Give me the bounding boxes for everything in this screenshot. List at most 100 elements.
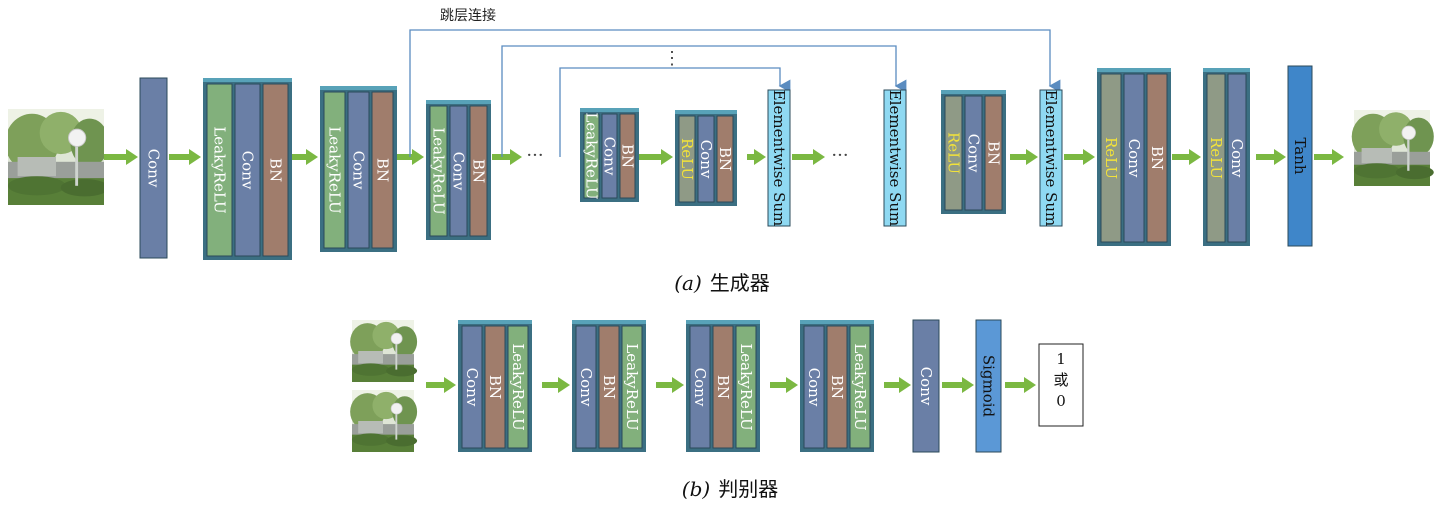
flow-arrow-head <box>813 149 825 165</box>
layer-label: BN <box>470 159 488 183</box>
disc-flow-arrow <box>426 377 456 393</box>
block-frame-top <box>941 90 1006 94</box>
layer-bn <box>371 91 394 249</box>
layer-label: BN <box>1148 146 1166 170</box>
layer-conv <box>449 105 468 237</box>
layer-label: Conv <box>1125 139 1143 178</box>
gen-flow-arrow <box>388 149 424 165</box>
disc-sigmoid-box <box>975 319 1002 453</box>
flow-arrow-shaft <box>1172 154 1189 160</box>
gen-flow-arrow <box>1010 149 1038 165</box>
layer-label: BN <box>374 158 392 182</box>
layer-conv <box>803 325 825 449</box>
flow-arrow-shaft <box>492 154 510 160</box>
disc-sigmoid: Sigmoid <box>975 319 1002 453</box>
flow-arrow-head <box>1026 149 1038 165</box>
gen-sum-2-box <box>883 89 907 227</box>
flow-arrow-head <box>189 149 201 165</box>
caption-letter: (b) <box>682 477 710 501</box>
disc-flow-arrow <box>1005 377 1036 393</box>
layer-bn <box>716 115 734 203</box>
layer-leakyrelu <box>507 325 529 449</box>
flow-arrow-head <box>899 377 911 393</box>
gen-sum-2-label: Elementwise Sum <box>886 90 904 227</box>
gen-flow-arrow <box>747 149 766 165</box>
flow-arrow-shaft <box>1256 154 1274 160</box>
layer-conv <box>689 325 711 449</box>
layer-label: LeakyReLU <box>430 127 448 214</box>
layer-bn <box>1146 73 1168 243</box>
flow-arrow-shaft <box>1010 154 1026 160</box>
skip-connection-inner <box>559 67 791 157</box>
layer-conv <box>461 325 483 449</box>
layer-label: Conv <box>697 140 715 179</box>
layer-bn <box>712 325 734 449</box>
disc-output-line: 或 <box>1053 371 1068 389</box>
caption-letter: (a) <box>674 271 702 295</box>
layer-label: LeakyReLU <box>326 126 344 213</box>
gen-flow-arrow <box>1064 149 1095 165</box>
layer-conv <box>601 113 618 199</box>
skip-connection-outer <box>409 29 1061 157</box>
flow-arrow-shaft <box>770 382 786 388</box>
disc-output-box <box>1038 343 1084 427</box>
layer-label: Conv <box>577 368 595 407</box>
layer-label: Conv <box>1228 139 1246 178</box>
gen-flow-arrow <box>1172 149 1201 165</box>
layer-label: ReLU <box>678 138 696 180</box>
flow-arrow-shaft <box>426 382 444 388</box>
disc-flow-arrow <box>770 377 798 393</box>
layer-conv <box>1123 73 1145 243</box>
layer-label: Conv <box>450 152 468 191</box>
layer-bn <box>826 325 848 449</box>
layer-relu <box>1206 73 1226 243</box>
flow-arrow-shaft <box>1005 382 1024 388</box>
block-frame-top <box>426 100 491 104</box>
ellipsis: ··· <box>526 145 543 166</box>
flow-arrow-head <box>510 149 522 165</box>
layer-bn <box>598 325 620 449</box>
flow-arrow-shaft <box>285 154 306 160</box>
flow-arrow-shaft <box>388 154 412 160</box>
disc-input-photo-2 <box>349 390 418 452</box>
layer-label: ReLU <box>945 132 963 174</box>
layer-label: Conv <box>350 151 368 190</box>
disc-input-photo-1 <box>349 320 418 382</box>
disc-output-line: 0 <box>1056 392 1066 410</box>
flow-arrow-head <box>786 377 798 393</box>
flow-arrow-head <box>412 149 424 165</box>
layer-label: Conv <box>965 134 983 173</box>
gen-flow-arrow <box>1314 149 1344 165</box>
disc-conv: Conv <box>912 319 940 453</box>
layer-bn <box>984 95 1003 211</box>
layer-label: LeakyReLU <box>509 343 527 430</box>
generator-caption: (a) 生成器 <box>674 271 770 295</box>
flow-arrow-head <box>1332 149 1344 165</box>
layer-bn <box>484 325 506 449</box>
flow-arrow-head <box>306 149 318 165</box>
layer-label: LeakyReLU <box>211 126 229 213</box>
flow-arrow-head <box>661 149 673 165</box>
gen-block-3: LeakyReLU Conv BN <box>320 86 397 252</box>
gen-sum-3: Elementwise Sum <box>1039 89 1063 227</box>
flow-arrow-head <box>1083 149 1095 165</box>
flow-arrow-shaft <box>942 382 962 388</box>
layer-label: BN <box>486 375 504 399</box>
disc-flow-arrow <box>942 377 974 393</box>
skip-connection-middle <box>501 45 907 157</box>
flow-arrow-shaft <box>542 382 558 388</box>
block-frame-top <box>580 108 639 112</box>
flow-arrow-shaft <box>104 154 126 160</box>
layer-leakyrelu <box>323 91 346 249</box>
disc-conv-label: Conv <box>917 367 935 406</box>
caption-text: 生成器 <box>710 271 770 295</box>
layer-label: BN <box>985 141 1003 165</box>
